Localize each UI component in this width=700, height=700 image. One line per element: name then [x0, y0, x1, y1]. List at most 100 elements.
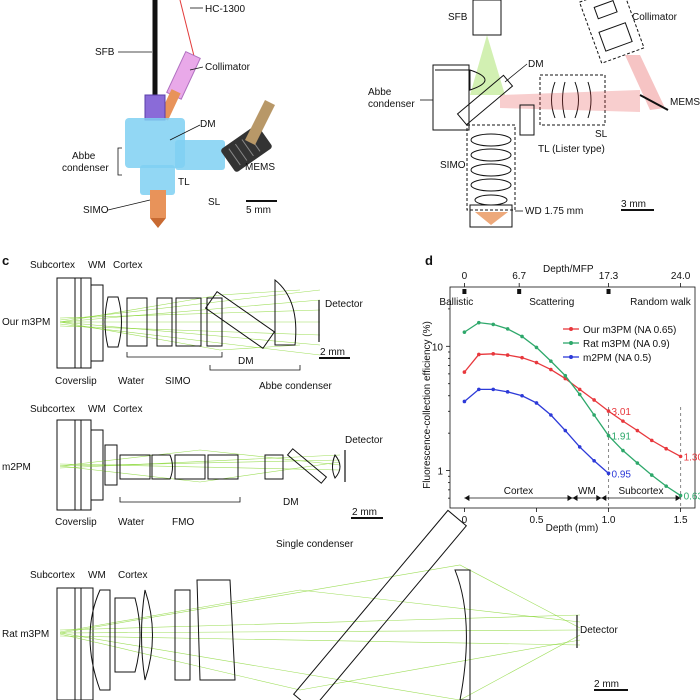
region-label-2: Subcortex: [618, 486, 663, 497]
row-our-m3pm: Our m3PM Subcortex WM Cortex Detector Co…: [2, 260, 363, 392]
row2-scale: 2 mm: [352, 507, 377, 518]
legend-marker-1: [569, 341, 573, 345]
leader-simo-a: [107, 199, 151, 211]
collimator-b: [578, 0, 645, 64]
series-1-point-12: [635, 461, 640, 465]
series-2-point-3: [505, 390, 510, 394]
series-line-0: [463, 353, 681, 457]
panel-b: SFB Collimator MEMS SL Abbe condenser DM…: [368, 0, 700, 228]
series-0-end-label-1: 1.30: [684, 452, 700, 463]
bracket-abbe-a: [117, 147, 122, 176]
region-arrowhead-l-2: [601, 495, 607, 501]
objective-b: [469, 204, 513, 228]
label-abbe-a-1: Abbe: [72, 151, 96, 162]
sl-box-b: [539, 74, 606, 126]
row2-name: m2PM: [2, 462, 31, 473]
row2-cortex: Cortex: [113, 404, 142, 415]
series-2-point-10: [606, 471, 611, 476]
red-beam-horizontal: [500, 90, 640, 112]
row2-wm: WM: [88, 404, 106, 415]
regime-marker-0: [462, 289, 467, 294]
housing-arm: [175, 140, 225, 170]
series-0-point-1: [477, 352, 481, 357]
panel-d-chart: d Depth/MFP Depth (mm) Fluorescence-coll…: [422, 253, 700, 534]
label-tl-a: TL: [178, 177, 190, 188]
housing-lower: [140, 165, 175, 195]
row3-subcortex: Subcortex: [30, 570, 75, 581]
plot-frame: [449, 286, 696, 509]
series-1-point-9: [592, 413, 596, 417]
row3-wm: WM: [88, 570, 106, 581]
leader-dm-a: [169, 124, 201, 141]
row1-name: Our m3PM: [2, 317, 50, 328]
row2-detector: Detector: [345, 435, 383, 446]
region-arrowhead-r-1: [596, 495, 602, 501]
series-1-point-11: [621, 448, 625, 453]
series-1-point-15: [678, 493, 683, 498]
label-collimator-b: Collimator: [632, 12, 678, 23]
mems-mirror-b: [639, 94, 669, 111]
panel-d-letter: d: [425, 253, 433, 268]
label-wd-b: WD 1.75 mm: [525, 206, 583, 217]
series-0-end-label-0: 3.01: [612, 407, 632, 418]
sfb-box-b: [472, 0, 502, 36]
series-2-point-2: [491, 387, 496, 392]
label-abbe-a-2: condenser: [62, 163, 109, 174]
label-hc1300: HC-1300: [205, 4, 245, 15]
series-0-point-8: [577, 387, 582, 392]
x-tick-label-3: 1.5: [674, 515, 688, 526]
label-dm-b: DM: [528, 59, 544, 70]
label-sl-b: SL: [595, 129, 608, 140]
series-2-end-label-0: 0.95: [612, 469, 632, 480]
series-0-point-4: [520, 355, 524, 360]
simo-body: [150, 190, 166, 218]
label-sl-a: SL: [208, 197, 221, 208]
top-tick-label-3: 24.0: [671, 271, 691, 282]
housing-main: [125, 118, 185, 168]
y-axis-label: Fluorescence-collection efficiency (%): [422, 321, 433, 489]
series-2-point-5: [534, 401, 539, 405]
x-tick-label-1: 0.5: [530, 515, 544, 526]
label-dm-a: DM: [200, 119, 216, 130]
series-1-end-label-1: 0.63: [684, 492, 700, 503]
top-tick-label-0: 0: [462, 271, 468, 282]
row1-wm: WM: [88, 260, 106, 271]
x-axis-label: Depth (mm): [546, 523, 599, 534]
series-1-point-10: [606, 433, 611, 438]
panel-c: c Our m3PM Subcortex WM Cortex Detector …: [2, 253, 628, 700]
label-sfb-a: SFB: [95, 47, 115, 58]
label-mems-b: MEMS: [670, 97, 700, 108]
row-rat-m3pm: Rat m3PM Subcortex WM Cortex Detector 2 …: [2, 509, 628, 700]
series-0-point-15: [678, 454, 683, 459]
row1-simo: SIMO: [165, 376, 191, 387]
label-sfb-b: SFB: [448, 12, 468, 23]
label-simo-b: SIMO: [440, 160, 466, 171]
top-axis-label: Depth/MFP: [543, 264, 594, 275]
regime-label-2: Random walk: [630, 297, 692, 308]
row1-condenser: Abbe condenser: [259, 381, 333, 392]
series-1-point-5: [534, 345, 539, 350]
series-1-point-14: [664, 484, 668, 488]
row1-water: Water: [118, 376, 145, 387]
green-cone-top: [470, 35, 505, 95]
region-arrowhead-r-2: [675, 495, 681, 501]
series-1-point-7: [563, 373, 568, 378]
scale-label-b: 3 mm: [621, 199, 646, 210]
x-tick-label-2: 1.0: [602, 515, 616, 526]
scale-label-a: 5 mm: [246, 205, 271, 216]
legend-marker-0: [569, 327, 573, 331]
series-0-point-9: [592, 398, 596, 402]
row3-cortex: Cortex: [118, 570, 147, 581]
row1-subcortex: Subcortex: [30, 260, 75, 271]
hc1300-fiber: [179, 0, 196, 61]
regime-label-1: Scattering: [529, 297, 574, 308]
series-1-point-8: [577, 392, 582, 397]
row-m2pm: m2PM Subcortex WM Cortex Detector Covers…: [2, 404, 383, 550]
label-mems-a: MEMS: [245, 162, 275, 173]
row2-water: Water: [118, 517, 145, 528]
legend-label-1: Rat m3PM (NA 0.9): [583, 339, 670, 350]
legend-label-0: Our m3PM (NA 0.65): [583, 325, 676, 336]
regime-marker-1: [517, 289, 522, 294]
row1-scale: 2 mm: [320, 347, 345, 358]
